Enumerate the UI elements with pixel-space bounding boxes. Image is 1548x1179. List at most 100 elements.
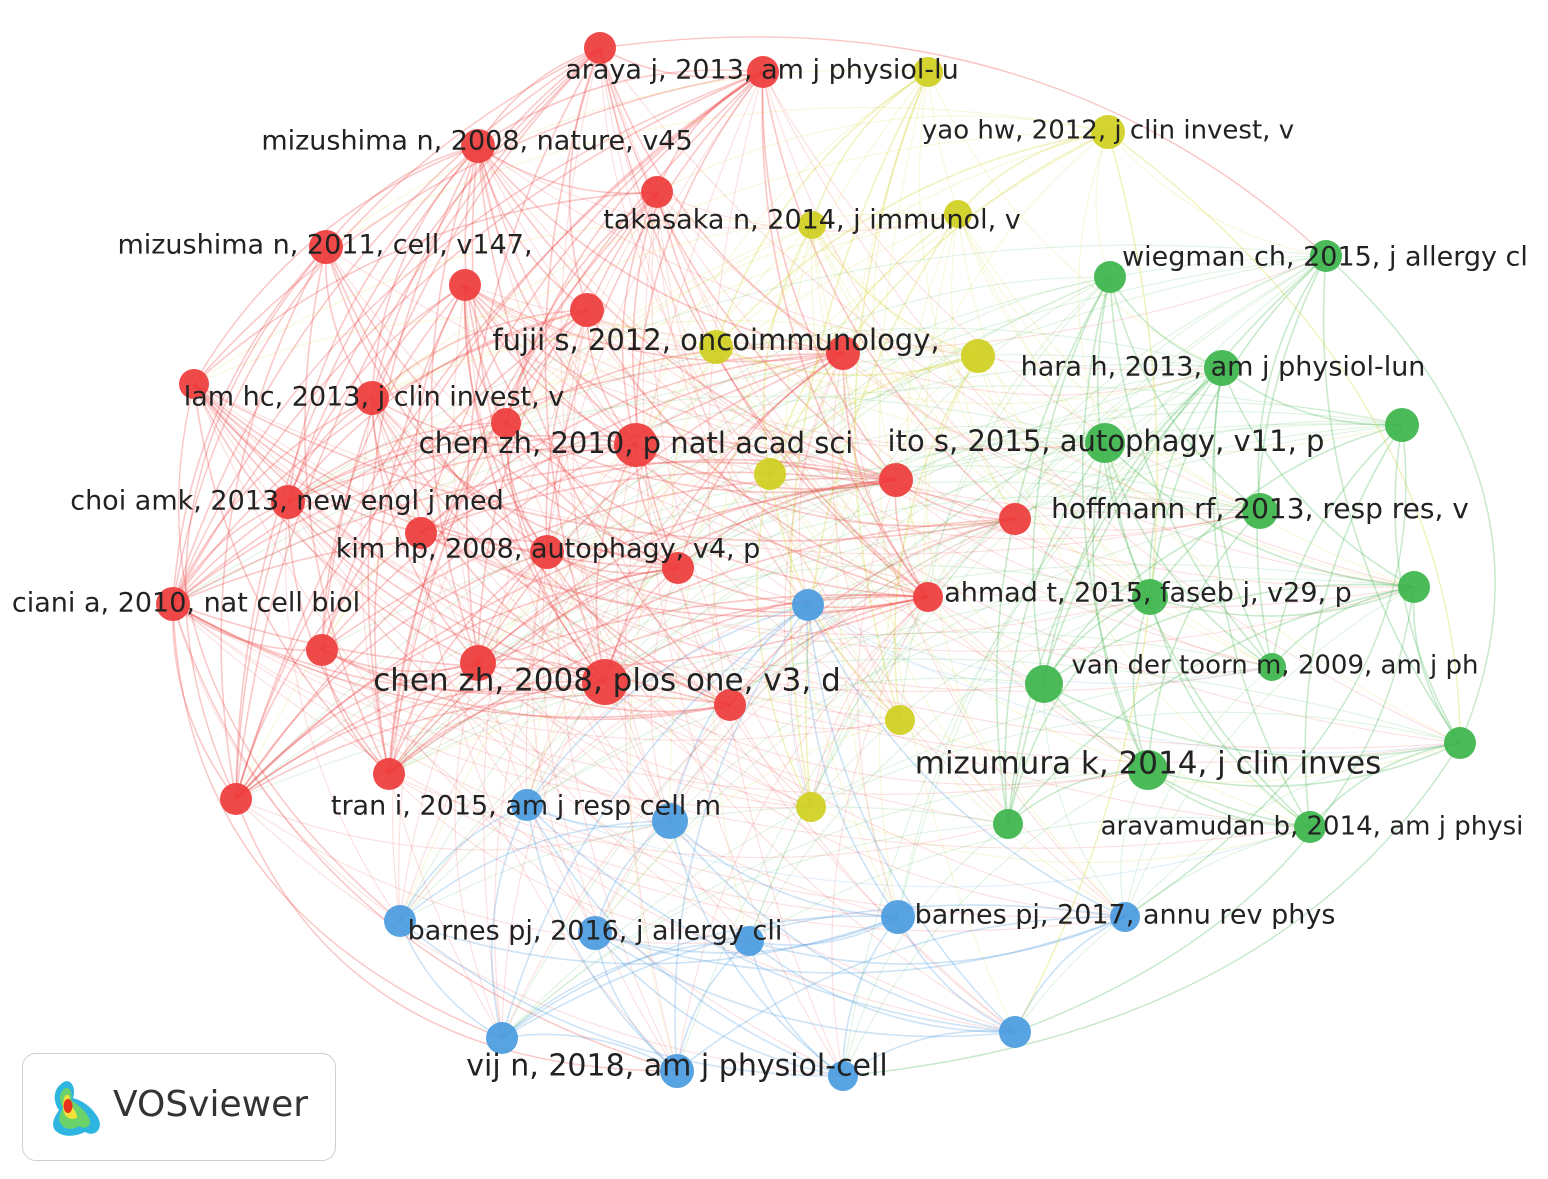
node-choi[interactable] (271, 485, 305, 519)
node-b_a[interactable] (792, 589, 824, 621)
node-tran[interactable] (511, 789, 543, 821)
network-edge (235, 47, 601, 800)
network-edge (842, 367, 1223, 1077)
node-chen08[interactable] (582, 659, 628, 705)
node-kim[interactable] (530, 535, 564, 569)
network-edge (729, 704, 901, 730)
network-edge (172, 461, 897, 605)
node-chen10[interactable] (614, 423, 658, 467)
node-r_l[interactable] (306, 634, 338, 666)
node-b_b[interactable] (652, 803, 688, 839)
node-lam[interactable] (355, 381, 389, 415)
node-r_a[interactable] (641, 176, 673, 208)
network-edge (1149, 586, 1415, 617)
node-wiegman[interactable] (1310, 240, 1342, 272)
network-edge (388, 631, 1273, 775)
node-r_k[interactable] (913, 582, 943, 612)
node-label-araya: araya j, 2013, am j physiol-lu (565, 55, 959, 86)
node-b_g[interactable] (486, 1022, 518, 1054)
node-ahmad[interactable] (1132, 579, 1168, 615)
node-b_h[interactable] (828, 1061, 858, 1091)
network-edge (399, 916, 899, 965)
network-edge (807, 604, 1045, 685)
node-y_b[interactable] (944, 200, 972, 228)
network-edge (899, 276, 1111, 721)
node-r_d[interactable] (826, 336, 860, 370)
node-aravamudan[interactable] (1294, 811, 1326, 843)
node-takasaka[interactable] (798, 211, 826, 239)
network-edge (287, 145, 479, 503)
node-mizushima08[interactable] (461, 129, 495, 163)
network-edge (1007, 586, 1415, 825)
network-edge (414, 284, 466, 534)
node-g_a[interactable] (1094, 261, 1126, 293)
network-edge (477, 213, 959, 664)
network-edge (842, 352, 929, 598)
network-edge (1014, 518, 1273, 668)
node-b_d[interactable] (734, 926, 764, 956)
network-edge (526, 596, 929, 806)
network-edge (1221, 367, 1415, 588)
node-mizumura[interactable] (1128, 750, 1168, 790)
node-r_p[interactable] (220, 783, 252, 815)
node-y_e[interactable] (885, 705, 915, 735)
node-b_f[interactable] (999, 1016, 1031, 1048)
network-edge (762, 71, 1151, 598)
network-edge (284, 501, 401, 922)
network-edge (748, 596, 1151, 942)
node-yao[interactable] (1091, 115, 1125, 149)
node-vandertoorn[interactable] (1258, 653, 1286, 681)
network-edge (1107, 131, 1327, 257)
node-r_m[interactable] (460, 645, 496, 681)
network-edge (235, 658, 1461, 800)
network-edge (790, 604, 812, 808)
node-g_f[interactable] (993, 809, 1023, 839)
node-b_c[interactable] (384, 905, 416, 937)
network-edge (842, 352, 1126, 918)
network-edge (371, 397, 422, 534)
node-r_o[interactable] (373, 758, 405, 790)
node-r_j[interactable] (662, 552, 694, 584)
node-fujii[interactable] (699, 330, 733, 364)
node-g_c[interactable] (1398, 571, 1430, 603)
node-y_c[interactable] (961, 339, 995, 373)
network-edge (748, 940, 844, 1077)
network-edge (707, 71, 844, 1077)
node-r_f[interactable] (491, 408, 521, 438)
node-ito[interactable] (1085, 423, 1125, 463)
node-b_e[interactable] (1110, 902, 1140, 932)
node-ciani[interactable] (156, 587, 190, 621)
network-edge (918, 71, 1016, 520)
network-edge (505, 422, 929, 598)
node-r_h[interactable] (999, 503, 1031, 535)
network-edge (420, 532, 750, 942)
node-r_i[interactable] (405, 517, 437, 549)
node-r_c[interactable] (570, 293, 604, 327)
network-edge (172, 603, 901, 741)
node-r_e[interactable] (179, 369, 209, 399)
node-vij[interactable] (660, 1054, 694, 1088)
node-y_f[interactable] (796, 792, 826, 822)
network-edge (1256, 255, 1327, 668)
node-r_top[interactable] (747, 56, 779, 88)
network-edge (1304, 424, 1403, 828)
network-edge (715, 346, 1311, 828)
network-edge (635, 444, 1261, 540)
node-barnes17[interactable] (881, 900, 915, 934)
node-barnes16[interactable] (578, 916, 612, 950)
node-hoffmann[interactable] (1242, 493, 1278, 529)
node-r_n[interactable] (714, 689, 746, 721)
network-edge (325, 246, 548, 553)
node-mizushima11[interactable] (309, 230, 343, 264)
node-g_d[interactable] (1025, 665, 1063, 703)
node-g_b[interactable] (1385, 408, 1419, 442)
node-r_g[interactable] (879, 463, 913, 497)
node-y_d[interactable] (754, 458, 786, 490)
node-y_top[interactable] (913, 57, 943, 87)
node-araya[interactable] (584, 32, 616, 64)
network-edge (525, 71, 764, 806)
node-r_b[interactable] (449, 269, 481, 301)
node-hara[interactable] (1204, 350, 1240, 386)
network-edge (669, 71, 929, 822)
node-g_e[interactable] (1444, 727, 1476, 759)
